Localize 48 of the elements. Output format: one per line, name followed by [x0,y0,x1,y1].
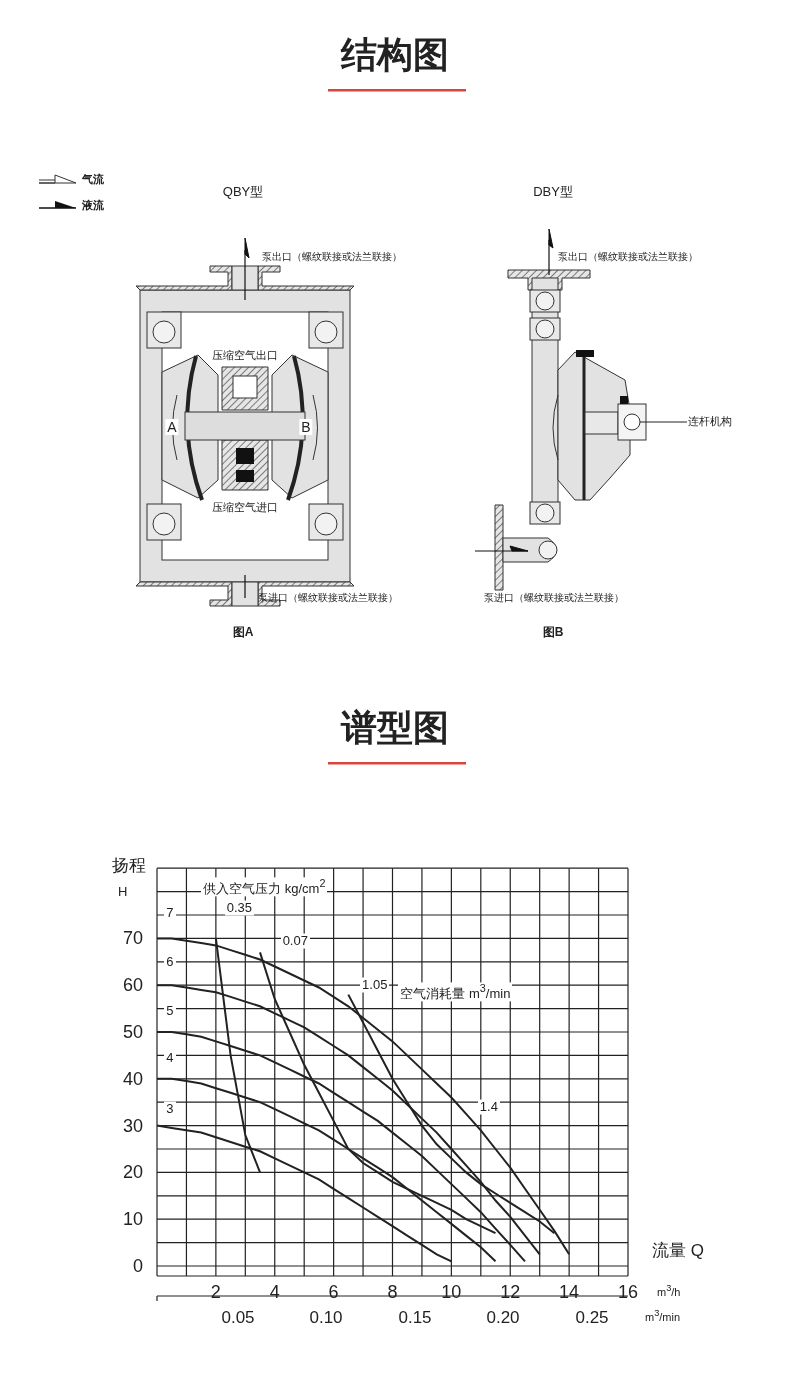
port-label: 压缩空气进口 [210,500,280,514]
tick-label: 10 [122,1208,143,1230]
port-label: 泵进口（螺纹联接或法兰联接） [484,592,624,604]
unit-label: m$^{3}$/h [657,1283,681,1299]
axis-label: 扬程 [112,856,146,876]
port-label: 压缩空气出口 [210,348,280,362]
axis-label: 流量 Q [652,1241,704,1261]
section-heading: 谱型图 [341,707,449,749]
tick-label: 20 [122,1162,143,1183]
chart-annotation: 供入空气压力 kg/cm$^{2}$ [201,877,328,897]
tick-label: 14 [559,1281,580,1303]
port-label: 泵出口（螺纹联接或法兰联接） [262,251,402,263]
tick-label: 40 [122,1068,143,1090]
curve-label: 0.35 [224,900,254,916]
tick-label: 0.05 [221,1308,255,1328]
unit-label: m$^{3}$/min [645,1308,681,1324]
tick-label: 2 [210,1281,221,1303]
figure-caption: 图A [232,626,254,640]
chamber-label: A [165,418,179,436]
chart-annotation: 1.4 [477,1099,500,1115]
tick-label: 0.15 [398,1308,432,1328]
legend-label: 气流 [82,172,104,186]
tick-label: 10 [441,1281,462,1303]
port-label: 泵出口（螺纹联接或法兰联接） [558,251,698,263]
chart-annotation: 空气消耗量 m$^{3}$/min [398,982,513,1002]
chamber-label: B [299,418,313,436]
curve-label: 0.07 [280,933,310,949]
port-label: 泵进口（螺纹联接或法兰联接） [258,592,398,604]
figure-caption: 图B [542,626,564,640]
curve-label: 1.05 [360,977,390,993]
tick-label: 0.25 [575,1308,609,1328]
tick-label: 60 [122,974,143,996]
tick-label: 50 [122,1021,143,1043]
tick-label: 4 [269,1281,280,1303]
tick-label: 8 [387,1281,398,1303]
tick-label: 6 [328,1281,339,1303]
tick-label: 16 [618,1281,638,1303]
tick-label: 0.20 [486,1308,520,1328]
model-label: DBY型 [533,184,573,200]
tick-label: 70 [122,928,143,949]
legend-label: 液流 [82,198,104,212]
section-heading: 结构图 [341,34,449,76]
model-label: QBY型 [222,184,264,200]
tick-label: 0.10 [309,1308,343,1328]
tick-label: 0 [133,1255,143,1277]
tick-label: 12 [500,1281,521,1303]
tick-label: 30 [122,1115,143,1136]
axis-label: H [118,884,128,900]
